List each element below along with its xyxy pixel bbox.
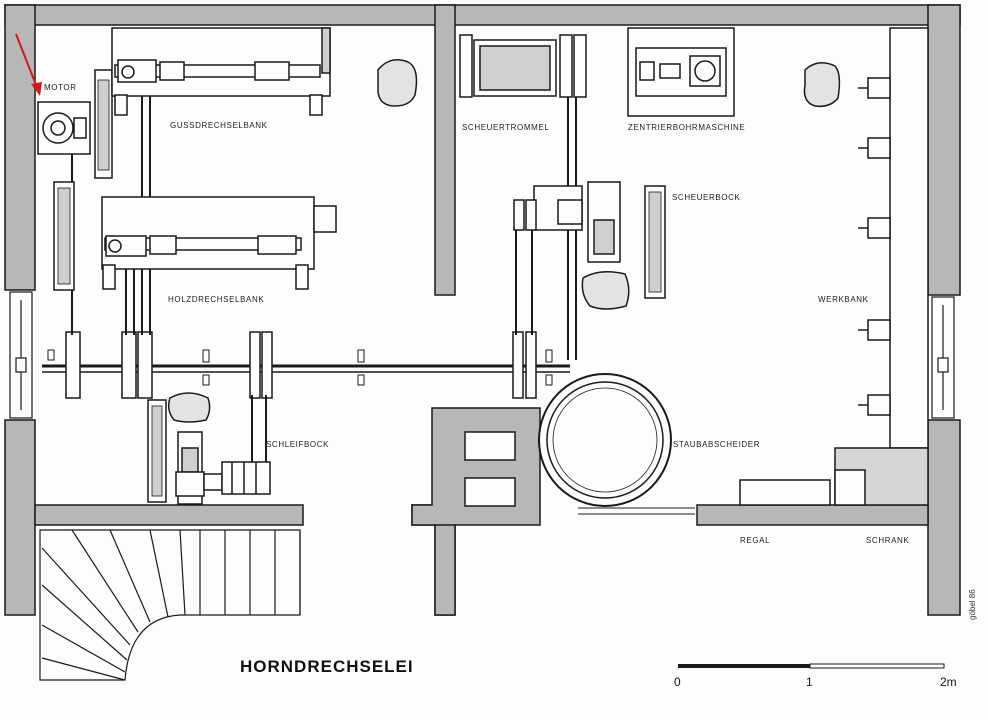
wall-top [4,4,961,26]
label-regal: REGAL [740,536,770,545]
line-shaft [42,331,570,399]
label-motor: MOTOR [44,83,77,92]
labels: MOTOR GUSSDRECHSELBANK HOLZDRECHSELBANK … [44,83,909,545]
walls [4,4,961,616]
label-schrank: SCHRANK [866,536,909,545]
label-staubabscheider: STAUBABSCHEIDER [673,440,760,449]
holzdrechselbank [101,196,337,290]
wall-right-upper [927,4,961,296]
scheuerbock-drive [513,181,621,263]
scale-tick-1: 1 [806,675,813,689]
label-zentrierbohrmaschine: ZENTRIERBOHRMASCHINE [628,123,745,132]
motor [37,101,91,155]
werkbank-vises [858,77,891,416]
wall-bottom-right [696,504,929,526]
label-holzdrechselbank: HOLZDRECHSELBANK [168,295,264,304]
stool-werkbank [803,62,841,108]
annotation-arrow [15,33,42,96]
shaft-pulley-1 [65,331,81,399]
wall-bottom-left [34,504,304,526]
wall-partition-upper [434,4,456,296]
stool-gussdrechselbank [377,59,418,107]
diagram-title: HORNDRECHSELEI [240,657,414,676]
label-scheuerbock: SCHEUERBOCK [672,193,740,202]
shaft-pulley-4 [512,331,524,399]
label-scheuertrommel: SCHEUERTROMMEL [462,123,549,132]
regal [739,479,831,506]
staircase [39,529,301,681]
artist-signature: göbel 86 [968,589,977,620]
scale-bar: 0 1 2m [674,663,957,689]
wall-partition-lower [434,524,456,616]
windows [9,291,955,419]
label-gussdrechselbank: GUSSDRECHSELBANK [170,121,268,130]
wall-left-lower [4,419,36,616]
stool-schleifbock [167,392,211,423]
label-schleifbock: SCHLEIFBOCK [266,440,329,449]
staubabscheider [538,373,672,507]
werkbank [858,27,929,449]
stool-scheuerbock [581,271,630,310]
wall-left-upper [4,4,36,291]
shaft-pulley-2 [121,331,137,399]
label-werkbank: WERKBANK [818,295,869,304]
schleifbock [175,431,271,505]
flue-lower [464,477,516,507]
scale-tick-0: 0 [674,675,681,689]
arrow-head [31,82,42,96]
scale-tick-2m: 2m [940,675,957,689]
schrank [834,447,929,506]
flue-upper [464,431,516,461]
zentrierbohrmaschine [627,27,735,117]
gussdrechselbank [111,27,331,116]
wood-stools [167,59,841,423]
chimney-flues [464,431,516,507]
scheuertrommel [459,34,587,98]
shaft-pulley-3 [249,331,261,399]
wall-right-lower [927,419,961,616]
